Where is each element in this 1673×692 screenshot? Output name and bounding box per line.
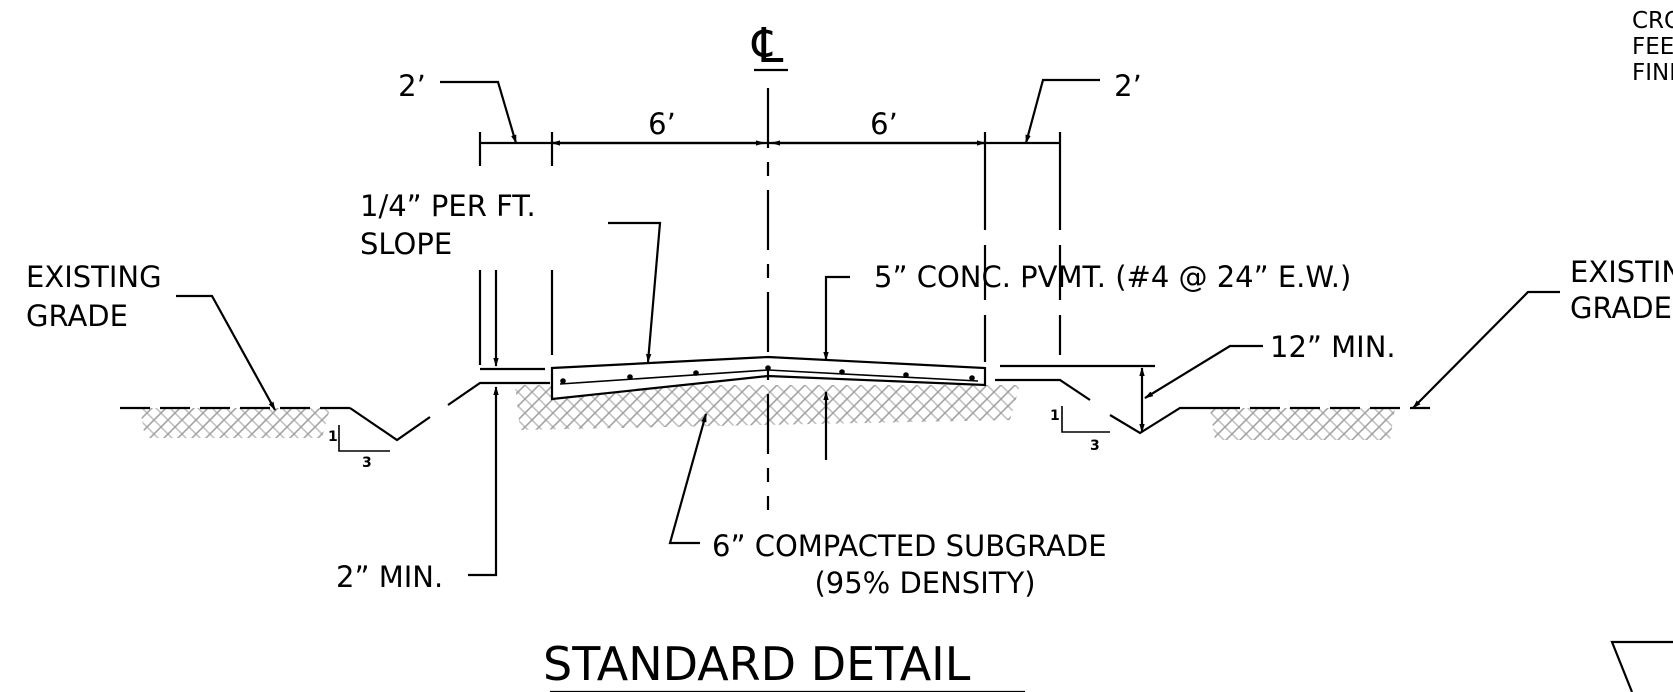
ditch-depth-leader	[1144, 344, 1263, 399]
side-slope-rise-left: 1	[328, 429, 338, 445]
min-drop-note: 2” MIN.	[336, 560, 443, 594]
corner-shape	[1610, 640, 1673, 692]
corner-note-line3: FINI	[1632, 60, 1673, 86]
existing-grade-left-leader	[176, 294, 276, 411]
dim-left-half: 6’	[648, 107, 676, 141]
side-slope-left: 1 3	[328, 425, 390, 471]
centerline-symbol: ℄	[752, 18, 784, 74]
concrete-slab	[550, 355, 987, 401]
dim-left-shoulder: 2’	[398, 69, 426, 103]
dim-right-half: 6’	[870, 107, 898, 141]
existing-grade-right-line2: GRADE	[1570, 291, 1672, 325]
pavement-leader	[823, 275, 850, 361]
subgrade-leader	[668, 413, 708, 545]
side-slope-rise-right: 1	[1050, 408, 1060, 424]
corner-note-line1: CRO	[1632, 8, 1673, 34]
side-slope-run-left: 3	[362, 455, 372, 471]
side-slope-right: 1 3	[1050, 406, 1110, 454]
subgrade-note-line2: (95% DENSITY)	[814, 566, 1035, 600]
top-dimensions	[440, 78, 1100, 365]
existing-grade-right-line1: EXISTIN	[1570, 255, 1673, 289]
slope-note-line1: 1/4” PER FT.	[360, 189, 536, 223]
existing-grade-left-line2: GRADE	[26, 299, 128, 333]
ditch-depth-note: 12” MIN.	[1270, 330, 1396, 364]
side-slope-run-right: 3	[1090, 438, 1100, 454]
dim-right-shoulder: 2’	[1114, 69, 1142, 103]
detail-title: STANDARD DETAIL	[543, 637, 971, 691]
existing-grade-right-leader	[1412, 290, 1560, 409]
corner-note-line2: FEE	[1632, 34, 1673, 60]
pavement-note: 5” CONC. PVMT. (#4 @ 24” E.W.)	[874, 260, 1351, 294]
ground-profile	[120, 378, 1430, 442]
slope-note-line2: SLOPE	[360, 227, 452, 261]
slope-leader	[608, 221, 662, 363]
existing-grade-left-line1: EXISTING	[26, 260, 162, 294]
subgrade-note-line1: 6” COMPACTED SUBGRADE	[712, 529, 1107, 563]
min-drop-leader	[468, 386, 499, 577]
